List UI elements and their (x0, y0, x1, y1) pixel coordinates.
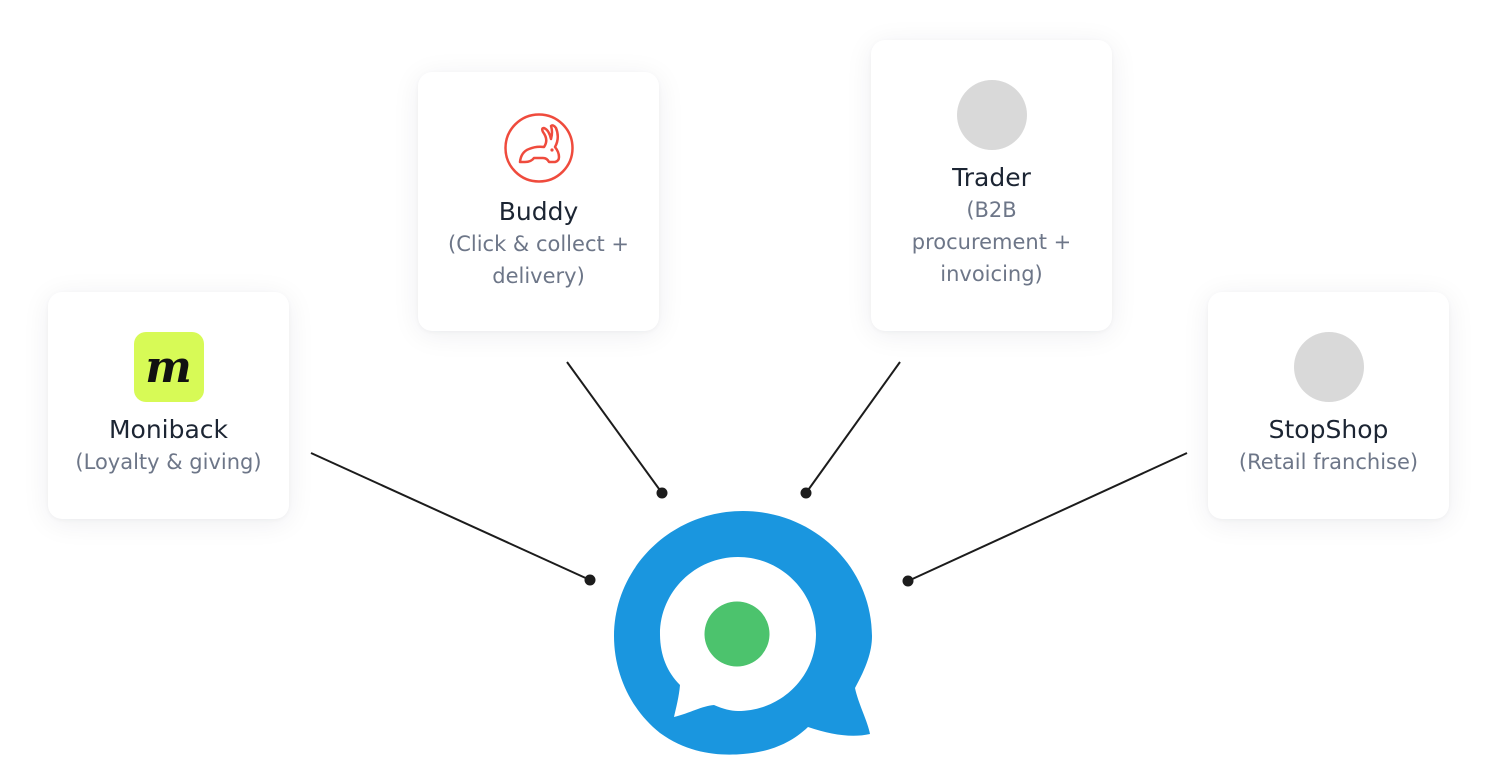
node-name-moniback: Moniback (108, 415, 229, 444)
rabbit-icon (503, 112, 575, 184)
node-desc-buddy-line2: delivery) (492, 264, 585, 288)
node-desc-trader-line3: invoicing) (940, 262, 1043, 286)
connector-buddy (566, 361, 663, 494)
stopshop-logo-placeholder (1293, 332, 1364, 402)
node-card-stopshop[interactable]: StopShop (Retail franchise) (1208, 292, 1449, 519)
hub-chat-bubble-icon (614, 511, 872, 755)
connector-stopshop-dot (902, 575, 914, 587)
node-desc-trader-line2: procurement + (911, 230, 1072, 254)
connector-buddy-dot (656, 487, 668, 499)
moniback-logo-letter: m (133, 332, 204, 402)
node-desc-trader-line1: (B2B (966, 198, 1017, 222)
node-desc-buddy-line1: (Click & collect + (448, 232, 629, 256)
trader-logo-placeholder (956, 80, 1027, 150)
node-card-buddy[interactable]: Buddy (Click & collect + delivery) (418, 72, 659, 331)
connector-trader-dot (800, 487, 812, 499)
node-desc-stopshop: (Retail franchise) (1238, 450, 1419, 474)
connector-moniback-dot (584, 574, 596, 586)
hub-center-dot (704, 601, 770, 667)
node-desc-moniback: (Loyalty & giving) (75, 450, 262, 474)
moniback-logo: m (133, 332, 204, 402)
node-card-trader[interactable]: Trader (B2B procurement + invoicing) (871, 40, 1112, 331)
connector-trader (805, 361, 901, 494)
connector-moniback (310, 452, 591, 581)
node-name-trader: Trader (952, 163, 1031, 192)
node-name-stopshop: StopShop (1268, 415, 1389, 444)
node-card-moniback[interactable]: m Moniback (Loyalty & giving) (48, 292, 289, 519)
node-name-buddy: Buddy (498, 197, 579, 226)
connector-stopshop (907, 452, 1188, 582)
